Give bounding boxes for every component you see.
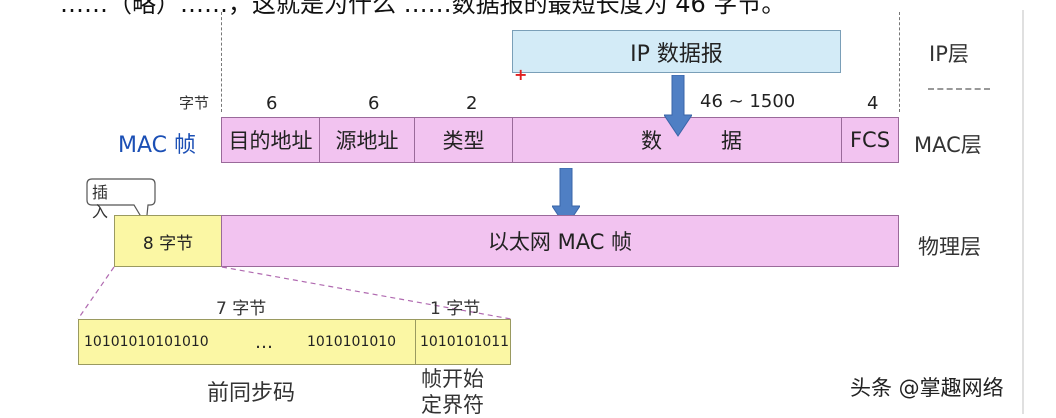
- top-caption: ……（略）……，这就是为什么 ……数据报的最短长度为 46 字节。: [60, 0, 786, 18]
- mac-layer-label: MAC层: [914, 133, 982, 157]
- mac-frame-label: MAC 帧: [118, 133, 196, 158]
- ip-datagram-box: IP 数据报: [512, 30, 841, 73]
- ip-datagram-label: IP 数据报: [630, 41, 723, 67]
- field-data-label-right: 据: [721, 129, 742, 153]
- field-source-address-label: 源地址: [335, 129, 399, 153]
- right-dashed-guide: [899, 12, 900, 112]
- callout-text: 插入: [92, 183, 109, 221]
- sync-size-label: 7 字节: [216, 299, 267, 319]
- sync-ellipsis: …: [255, 332, 273, 353]
- field-fcs: FCS: [841, 117, 899, 163]
- size-type: 2: [466, 93, 478, 114]
- byte-unit-label: 字节: [179, 94, 210, 112]
- layer-separator-line: [928, 88, 990, 90]
- sfd-label: 帧开始定界符: [421, 367, 484, 417]
- field-fcs-label: FCS: [849, 128, 891, 152]
- left-dashed-guide: [221, 12, 222, 112]
- field-data-label-left: 数: [641, 129, 662, 153]
- physical-layer-label: 物理层: [918, 235, 981, 259]
- sfd-box: 1010101011: [415, 319, 511, 365]
- preamble-sync-box: 10101010101010 … 1010101010: [78, 319, 416, 365]
- sync-label: 前同步码: [207, 381, 296, 406]
- size-source-address: 6: [368, 93, 380, 114]
- size-data: 46 ~ 1500: [700, 91, 796, 112]
- sfd-size-label: 1 字节: [430, 299, 481, 319]
- sync-bits-right: 1010101010: [307, 334, 397, 350]
- ethernet-mac-frame: 以太网 MAC 帧: [221, 215, 899, 267]
- right-border-line: [1022, 10, 1024, 414]
- size-fcs: 4: [867, 93, 879, 114]
- field-dest-address: 目的地址: [221, 117, 320, 163]
- red-plus-marker: +: [514, 65, 528, 84]
- size-dest-address: 6: [266, 93, 278, 114]
- field-dest-address-label: 目的地址: [228, 129, 313, 153]
- arrow-ip-to-mac-icon: [664, 75, 692, 137]
- preamble-8-bytes-label: 8 字节: [142, 233, 194, 254]
- sync-bits-left: 10101010101010: [84, 334, 209, 350]
- sfd-bits: 1010101011: [420, 334, 510, 350]
- field-type-label: 类型: [442, 129, 485, 153]
- preamble-8-bytes: 8 字节: [114, 215, 222, 267]
- ip-layer-label: IP层: [929, 42, 969, 66]
- field-source-address: 源地址: [319, 117, 415, 163]
- ethernet-mac-frame-label: 以太网 MAC 帧: [487, 230, 633, 254]
- watermark: 头条 @掌趣网络: [850, 376, 1004, 400]
